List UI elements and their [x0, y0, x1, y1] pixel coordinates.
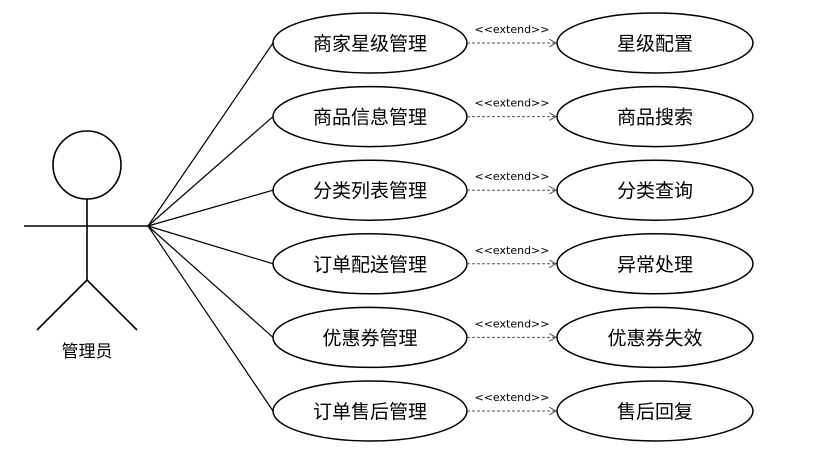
- extend-stereotype: <<extend>>: [475, 170, 550, 183]
- use-case-label: 商家星级管理: [313, 33, 427, 55]
- extension-use-case-1[interactable]: 星级配置: [556, 12, 754, 74]
- extend-stereotype: <<extend>>: [475, 244, 550, 257]
- extend-stereotype: <<extend>>: [475, 391, 550, 404]
- extension-use-case-ellipse[interactable]: [556, 380, 754, 442]
- extension-use-case-label: 分类查询: [617, 180, 693, 202]
- use-case-4[interactable]: 订单配送管理: [272, 233, 468, 295]
- extension-use-case-label: 商品搜索: [617, 107, 693, 129]
- extension-use-case-4[interactable]: 异常处理: [556, 233, 754, 295]
- extend-stereotype: <<extend>>: [475, 317, 550, 330]
- use-case-6[interactable]: 订单售后管理: [272, 380, 468, 442]
- actor-head: [52, 130, 122, 200]
- extension-use-case-6[interactable]: 售后回复: [556, 380, 754, 442]
- use-case-label: 订单配送管理: [313, 254, 427, 276]
- extend-stereotype: <<extend>>: [475, 23, 550, 36]
- extension-use-case-ellipse[interactable]: [556, 159, 754, 221]
- extension-use-case-5[interactable]: 优惠券失效: [556, 306, 754, 369]
- extension-use-case-2[interactable]: 商品搜索: [556, 85, 754, 148]
- extension-use-case-ellipse[interactable]: [556, 306, 754, 369]
- use-case-label: 商品信息管理: [313, 107, 427, 129]
- association-line: [147, 225, 274, 412]
- association-line: [147, 116, 274, 227]
- use-case-label: 优惠券管理: [322, 327, 417, 349]
- use-case-2[interactable]: 商品信息管理: [272, 85, 468, 148]
- use-case-5[interactable]: 优惠券管理: [272, 306, 468, 369]
- use-case-label: 分类列表管理: [313, 180, 427, 202]
- actor: 管理员: [24, 130, 148, 362]
- use-case-3[interactable]: 分类列表管理: [272, 159, 468, 221]
- extension-use-case-label: 售后回复: [617, 401, 693, 423]
- association-line: [147, 189, 274, 227]
- actor-right-leg: [86, 279, 138, 331]
- use-case-1[interactable]: 商家星级管理: [272, 12, 468, 74]
- association-line: [147, 42, 274, 227]
- extension-use-case-label: 异常处理: [617, 254, 693, 276]
- extension-use-case-ellipse[interactable]: [556, 85, 754, 148]
- extension-use-case-label: 星级配置: [617, 33, 693, 55]
- actor-label: 管理员: [62, 342, 113, 362]
- extension-use-case-label: 优惠券失效: [607, 327, 702, 349]
- extension-use-case-ellipse[interactable]: [556, 12, 754, 74]
- association-line: [147, 225, 274, 338]
- association-line: [147, 225, 274, 265]
- actor-left-leg: [36, 279, 88, 331]
- extension-use-case-3[interactable]: 分类查询: [556, 159, 754, 221]
- extend-stereotype: <<extend>>: [475, 97, 550, 110]
- association-lines: [147, 42, 274, 412]
- use-case-label: 订单售后管理: [313, 401, 427, 423]
- extension-use-case-ellipse[interactable]: [556, 233, 754, 295]
